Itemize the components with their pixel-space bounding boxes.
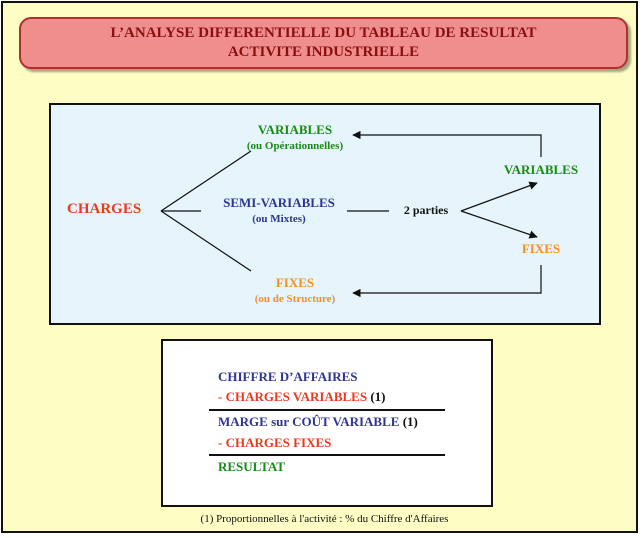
- diagram-connectors: [160, 130, 542, 298]
- divider-1: [209, 409, 445, 411]
- arrow-to-split-variables: [460, 181, 538, 212]
- fixes-sub-label: (ou de Structure): [254, 293, 336, 305]
- two-parts-label: 2 parties: [403, 203, 449, 217]
- page-frame: L’ANALYSE DIFFERENTIELLE DU TABLEAU DE R…: [1, 1, 638, 533]
- title-banner: L’ANALYSE DIFFERENTIELLE DU TABLEAU DE R…: [19, 17, 628, 69]
- semi-variables-label: SEMI-VARIABLES: [223, 195, 335, 210]
- marge-line: MARGE sur COÛT VARIABLE (1): [218, 414, 418, 430]
- variables-sub-label: (ou Opérationnelles): [246, 140, 344, 152]
- charges-label: CHARGES: [67, 201, 142, 217]
- return-arrow-variables: [352, 130, 542, 157]
- arrow-to-split-fixes: [460, 210, 538, 239]
- charges-variables-text: - CHARGES VARIABLES: [218, 389, 368, 404]
- marge-text: MARGE sur COÛT VARIABLE: [218, 414, 400, 429]
- line-to-variables: [160, 150, 252, 212]
- footnote: (1) Proportionnelles à l'activité : % du…: [200, 513, 449, 525]
- divider-2: [209, 454, 445, 456]
- variables-label: VARIABLES: [257, 122, 333, 137]
- chiffre-affaires-line: CHIFFRE D’AFFAIRES: [218, 369, 358, 384]
- charges-variables-note: (1): [370, 389, 386, 404]
- title-line-2: ACTIVITE INDUSTRIELLE: [227, 44, 420, 60]
- semi-variables-sub-label: (ou Mixtes): [252, 213, 306, 225]
- line-to-fixes: [160, 210, 252, 272]
- marge-note: (1): [402, 414, 418, 429]
- result-table: CHIFFRE D’AFFAIRES - CHARGES VARIABLES (…: [161, 339, 493, 507]
- title-line-1: L’ANALYSE DIFFERENTIELLE DU TABLEAU DE R…: [110, 25, 537, 41]
- charges-variables-line: - CHARGES VARIABLES (1): [218, 389, 385, 405]
- split-fixes-label: FIXES: [521, 241, 561, 256]
- resultat-line: RESULTAT: [218, 459, 285, 474]
- charges-diagram: CHARGES VARIABLES (ou Opérationnelles) S…: [49, 103, 601, 325]
- return-arrow-fixes: [352, 265, 542, 298]
- split-variables-label: VARIABLES: [503, 162, 579, 177]
- fixes-label: FIXES: [275, 275, 315, 290]
- charges-fixes-line: - CHARGES FIXES: [218, 435, 332, 450]
